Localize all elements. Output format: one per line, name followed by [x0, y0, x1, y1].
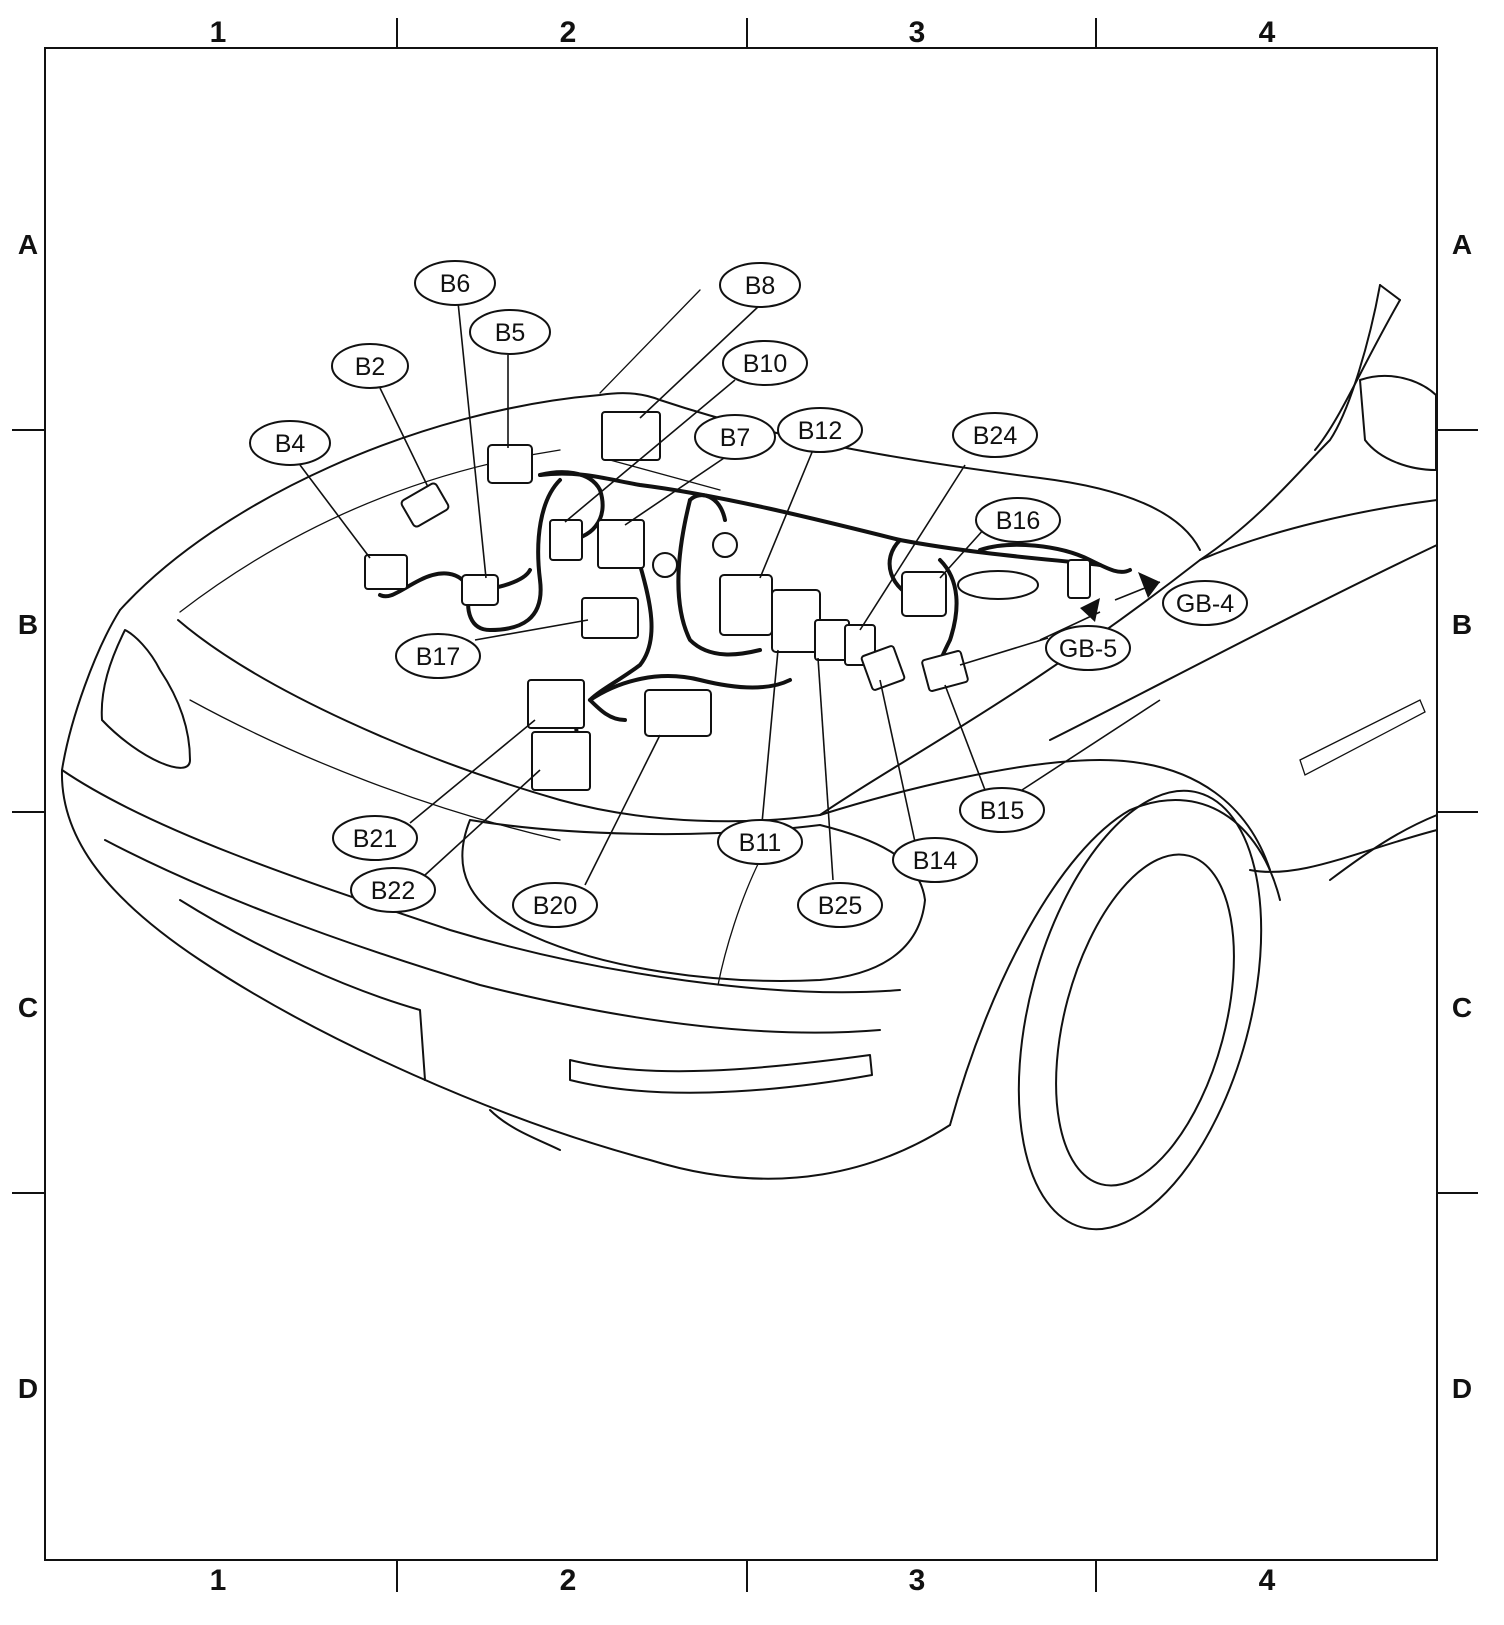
callout-b8: B8 [719, 262, 801, 308]
connector-b12-plug [712, 532, 738, 558]
callout-label-b20: B20 [533, 892, 577, 920]
connector-b2 [400, 482, 450, 528]
connector-b14 [860, 645, 906, 691]
connectors [364, 411, 1160, 791]
column-labels-top: 1 2 3 4 [210, 16, 1276, 49]
callout-label-b5: B5 [495, 319, 526, 347]
callout-label-gb4: GB-4 [1176, 590, 1234, 618]
connector-b20 [644, 689, 712, 737]
callout-b22: B22 [350, 867, 436, 913]
connector-b5 [487, 444, 533, 484]
connector-b12 [719, 574, 773, 636]
callout-b5: B5 [469, 309, 551, 355]
callout-b14: B14 [892, 837, 978, 883]
row-label-c-right: C [1452, 992, 1472, 1023]
connector-b10 [549, 519, 583, 561]
callout-label-b2: B2 [355, 353, 386, 381]
connector-b7-plug [652, 552, 678, 578]
col-label-1-top: 1 [210, 16, 227, 49]
callout-b4: B4 [249, 420, 331, 466]
callout-b6: B6 [414, 260, 496, 306]
callout-label-b17: B17 [416, 643, 460, 671]
col-label-2-bottom: 2 [560, 1564, 577, 1597]
connector-b17 [581, 597, 639, 639]
row-labels-left: A B C D [18, 229, 38, 1404]
row-label-d-left: D [18, 1373, 38, 1404]
callout-gb4: GB-4 [1162, 580, 1248, 626]
callout-label-b21: B21 [353, 825, 397, 853]
leader-lines [299, 301, 1161, 886]
col-label-1-bottom: 1 [210, 1564, 227, 1597]
connector-b16 [901, 571, 947, 617]
callout-b17: B17 [395, 633, 481, 679]
arrow-gb4 [1138, 572, 1160, 598]
callout-label-b10: B10 [743, 350, 787, 378]
callout-b24: B24 [952, 412, 1038, 458]
connector-b7 [597, 519, 645, 569]
row-label-c-left: C [18, 992, 38, 1023]
ground-bracket [957, 570, 1039, 600]
callout-label-b22: B22 [371, 877, 415, 905]
connector-b11 [771, 589, 821, 653]
row-label-b-right: B [1452, 609, 1472, 640]
callout-label-gb5: GB-5 [1059, 635, 1117, 663]
connector-b25 [814, 619, 850, 661]
row-labels-right: A B C D [1452, 229, 1472, 1404]
callout-label-b15: B15 [980, 797, 1024, 825]
callouts: B2 B4 B5 B6 B7 B8 B10 B11 [249, 260, 1248, 928]
connector-b22 [531, 731, 591, 791]
row-label-a-right: A [1452, 229, 1472, 260]
callout-b7: B7 [694, 414, 776, 460]
callout-label-b24: B24 [973, 422, 1018, 450]
callout-label-b12: B12 [798, 417, 842, 445]
row-label-d-right: D [1452, 1373, 1472, 1404]
callout-label-b7: B7 [720, 424, 751, 452]
callout-b16: B16 [975, 497, 1061, 543]
car-body-illustration [60, 284, 1438, 1231]
connector-b21 [527, 679, 585, 729]
row-label-b-left: B [18, 609, 38, 640]
col-label-4-top: 4 [1259, 16, 1276, 49]
callout-b2: B2 [331, 343, 409, 389]
callout-b12: B12 [777, 407, 863, 453]
callout-b10: B10 [722, 340, 808, 386]
callout-label-b14: B14 [913, 847, 958, 875]
col-label-2-top: 2 [560, 16, 577, 49]
callout-label-b6: B6 [440, 270, 471, 298]
callout-label-b8: B8 [745, 272, 776, 300]
callout-b11: B11 [717, 819, 803, 865]
callout-label-b11: B11 [739, 829, 782, 857]
connector-b6 [461, 574, 499, 606]
callout-b20: B20 [512, 882, 598, 928]
callout-b21: B21 [332, 815, 418, 861]
column-labels-bottom: 1 2 3 4 [210, 1564, 1276, 1597]
wiring-harness [378, 470, 1132, 752]
callout-b25: B25 [797, 882, 883, 928]
diagram-frame [44, 47, 1438, 1561]
callout-gb5: GB-5 [1045, 625, 1131, 671]
col-label-3-bottom: 3 [909, 1564, 926, 1597]
arrow-gb5 [1080, 598, 1100, 622]
connector-b15 [921, 650, 969, 692]
callout-label-b25: B25 [818, 892, 862, 920]
col-label-4-bottom: 4 [1259, 1564, 1276, 1597]
callout-label-b16: B16 [996, 507, 1040, 535]
connector-b4 [364, 554, 408, 590]
grid-ticks [12, 18, 1478, 1592]
row-label-a-left: A [18, 229, 38, 260]
callout-b15: B15 [959, 787, 1045, 833]
callout-label-b4: B4 [275, 430, 306, 458]
col-label-3-top: 3 [909, 16, 926, 49]
ground-terminal [1067, 559, 1091, 599]
connector-b8 [601, 411, 661, 461]
